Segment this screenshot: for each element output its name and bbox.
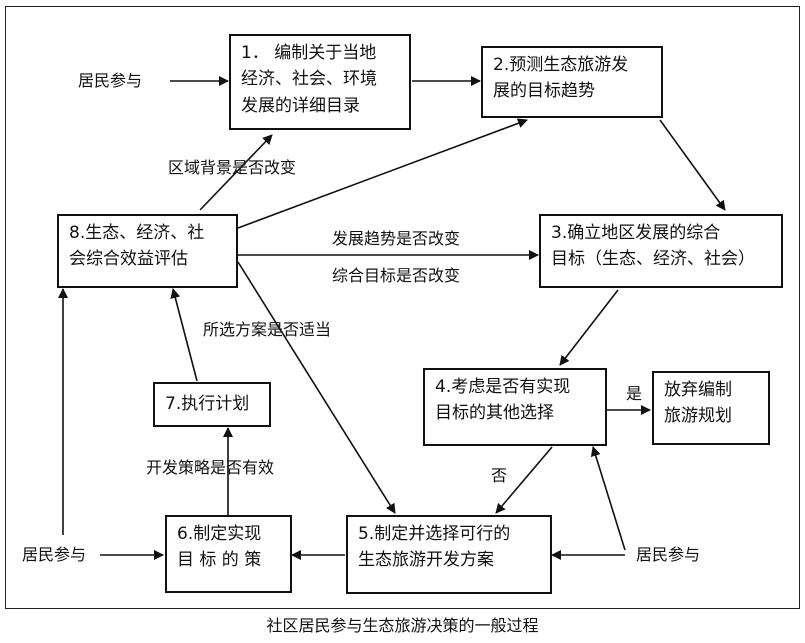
arrow-box4-to-box5 xyxy=(495,446,553,514)
arrow-box8-to-box5 xyxy=(237,261,396,514)
box-7-line-1: 7.执行计划 xyxy=(165,394,250,414)
box-3-goals: 3.确立地区发展的综合 目标（生态、经济、社会） xyxy=(539,214,783,288)
label-strategy-effective: 开发策略是否有效 xyxy=(146,458,275,477)
box-4-line-1: 4.考虑是否有实现 xyxy=(435,377,571,397)
diagram-caption: 社区居民参与生态旅游决策的一般过程 xyxy=(266,616,539,635)
box-8-line-2: 会综合效益评估 xyxy=(69,249,188,270)
box-8-evaluation: 8.生态、经济、社 会综合效益评估 xyxy=(57,214,238,288)
arrow-box7-to-box8 xyxy=(170,288,198,382)
label-resident-left: 居民参与 xyxy=(22,545,87,564)
box-6-line-2: 目 标 的 策 xyxy=(177,550,262,571)
diagram-frame xyxy=(5,6,800,609)
arrow-box8-to-box2 xyxy=(237,118,528,229)
box-1-line-2: 经济、社会、环境 xyxy=(241,69,377,90)
box-5-line-1: 5.制定并选择可行的 xyxy=(358,524,511,544)
box-6-strategy: 6.制定实现 目 标 的 策 xyxy=(165,515,292,593)
box-4-alternatives: 4.考虑是否有实现 目标的其他选择 xyxy=(423,368,607,446)
label-goal-change: 综合目标是否改变 xyxy=(332,266,461,285)
label-region-background: 区域背景是否改变 xyxy=(168,158,297,177)
box-3-line-1: 3.确立地区发展的综合 xyxy=(551,223,721,243)
box-6-line-1: 6.制定实现 xyxy=(177,524,262,544)
label-resident-top: 居民参与 xyxy=(78,71,143,90)
box-5-line-2: 生态旅游开发方案 xyxy=(358,550,494,571)
arrow-box3-to-box4 xyxy=(559,289,619,366)
box-8-line-1: 8.生态、经济、社 xyxy=(69,223,205,243)
box-abandon-planning: 放弃编制 旅游规划 xyxy=(652,371,770,445)
label-resident-right: 居民参与 xyxy=(636,545,701,564)
box-1-line-1: 1． 编制关于当地 xyxy=(241,43,377,63)
box-1-inventory: 1． 编制关于当地 经济、社会、环境 发展的详细目录 xyxy=(229,34,411,130)
box-5-select-plan: 5.制定并选择可行的 生态旅游开发方案 xyxy=(346,515,552,594)
arrow-resident-right-to-box4 xyxy=(590,446,626,551)
box-1-line-3: 发展的详细目录 xyxy=(241,95,360,116)
box-abandon-line-1: 放弃编制 xyxy=(664,380,732,400)
label-plan-appropriate: 所选方案是否适当 xyxy=(203,320,332,339)
box-7-execute: 7.执行计划 xyxy=(153,382,271,427)
label-no: 否 xyxy=(491,466,508,485)
box-2-forecast: 2.预测生态旅游发 展的目标趋势 xyxy=(481,46,663,118)
label-yes: 是 xyxy=(626,384,643,403)
box-3-line-2: 目标（生态、经济、社会） xyxy=(551,249,755,270)
arrow-box8-to-box1 xyxy=(199,134,273,211)
arrow-box2-to-box3 xyxy=(659,119,726,211)
box-abandon-line-2: 旅游规划 xyxy=(664,406,732,427)
box-4-line-2: 目标的其他选择 xyxy=(435,403,554,424)
label-trend-change: 发展趋势是否改变 xyxy=(332,229,461,248)
box-2-line-2: 展的目标趋势 xyxy=(493,81,595,102)
box-2-line-1: 2.预测生态旅游发 xyxy=(493,55,629,75)
